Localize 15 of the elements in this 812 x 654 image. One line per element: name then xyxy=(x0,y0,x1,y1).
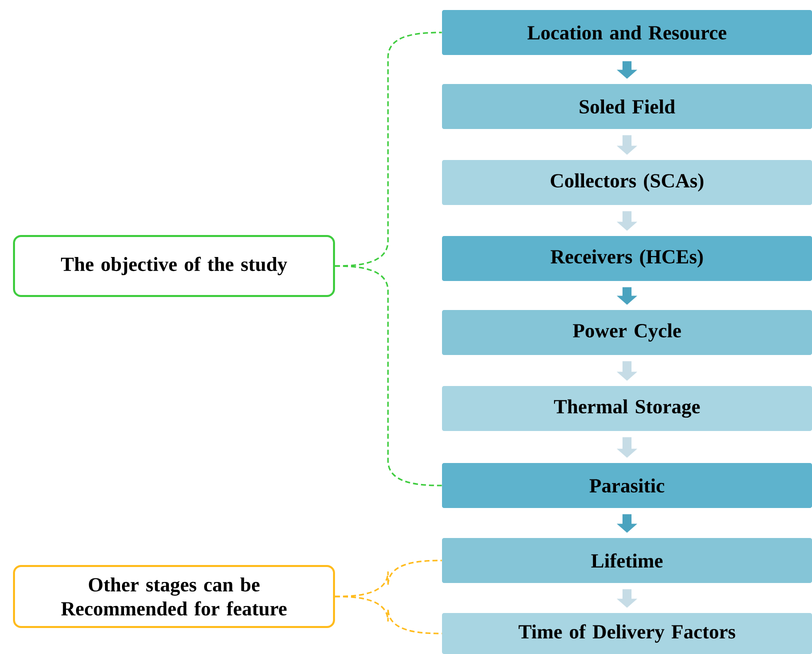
brace-line xyxy=(335,560,442,598)
stage-box: Power Cycle xyxy=(442,310,812,355)
stage-box: Time of Delivery Factors xyxy=(442,613,812,654)
stage-box: Thermal Storage xyxy=(442,386,812,431)
note-box: Other stages can be Recommended for feature xyxy=(13,565,335,628)
brace-line xyxy=(335,596,442,634)
note-box: The objective of the study xyxy=(13,235,335,297)
brace-line xyxy=(335,32,442,267)
stage-box: Collectors (SCAs) xyxy=(442,160,812,205)
stage-box: Soled Field xyxy=(442,84,812,129)
brace-line xyxy=(335,265,442,486)
stage-box: Receivers (HCEs) xyxy=(442,236,812,281)
stage-box: Lifetime xyxy=(442,538,812,583)
stage-box: Parasitic xyxy=(442,463,812,508)
stage-box: Location and Resource xyxy=(442,10,812,55)
